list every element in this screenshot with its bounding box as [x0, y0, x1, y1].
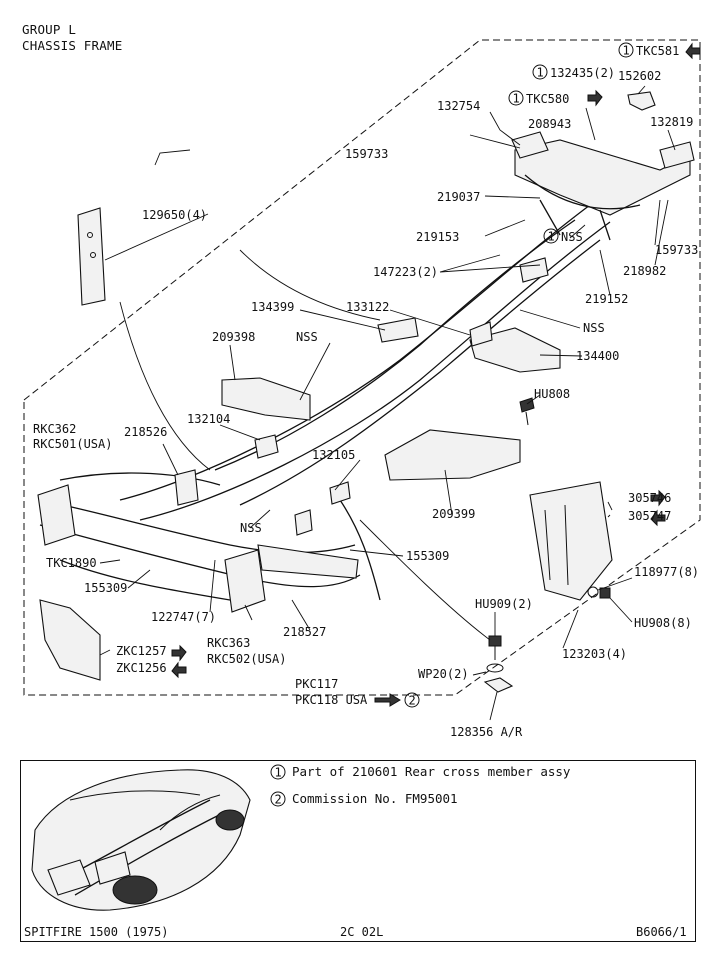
callout-rkc363: RKC363 [207, 636, 250, 650]
callout-tkc580: TKC580 [526, 92, 569, 106]
callout-rkc502: RKC502(USA) [207, 652, 286, 666]
callout-hu909: HU909(2) [475, 597, 533, 611]
callout-209398: 209398 [212, 330, 255, 344]
group-label: GROUP L [22, 22, 77, 37]
callout-128356: 128356 A/R [450, 725, 523, 739]
notes-panel [20, 760, 696, 942]
direction-arrows [171, 42, 701, 707]
leader-lines [99, 85, 676, 721]
callout-nss: NSS [561, 230, 583, 244]
callout-132105: 132105 [312, 448, 355, 462]
callout-218982: 218982 [623, 264, 666, 278]
bumper-bracket [529, 481, 613, 601]
callout-123203: 123203(4) [562, 647, 627, 661]
circled-markers: 1 1 1 1 2 [404, 42, 634, 708]
callout-147223: 147223(2) [373, 265, 438, 279]
callout-zkc1257: ZKC1257 [116, 644, 167, 658]
callout-rkc362: RKC362 [33, 422, 76, 436]
callout-219153: 219153 [416, 230, 459, 244]
callout-134399: 134399 [251, 300, 294, 314]
callout-nss: NSS [296, 330, 318, 344]
callout-218527: 218527 [283, 625, 326, 639]
marker-1: 1 [513, 92, 520, 106]
callout-159733: 159733 [345, 147, 388, 161]
callout-zkc1256: ZKC1256 [116, 661, 167, 675]
callout-132754: 132754 [437, 99, 480, 113]
note-1: Part of 210601 Rear cross member assy [292, 764, 571, 779]
car-illustration [31, 769, 251, 911]
arrow-right-icon [171, 644, 187, 662]
chassis-frame [37, 131, 695, 613]
callout-305746: 305746 [628, 491, 671, 505]
arrow-left-icon [650, 509, 666, 527]
callout-152602: 152602 [618, 69, 661, 83]
arrow-right-icon [650, 489, 666, 507]
callout-132104: 132104 [187, 412, 230, 426]
footer-reference: B6066/1 [636, 925, 687, 939]
callout-133122: 133122 [346, 300, 389, 314]
arrow-right-icon [587, 89, 603, 107]
callout-132819: 132819 [650, 115, 693, 129]
callout-pkc117: PKC117 [295, 677, 338, 691]
callout-159733: 159733 [655, 243, 698, 257]
callout-129650: 129650(4) [142, 208, 207, 222]
callout-pkc118: PKC118 USA [295, 693, 368, 707]
callout-155309: 155309 [84, 581, 127, 595]
callout-219152: 219152 [585, 292, 628, 306]
arrow-left-icon [685, 42, 701, 60]
page-title: CHASSIS FRAME [22, 38, 123, 53]
callout-rkc501: RKC501(USA) [33, 437, 112, 451]
callout-tkc1890: TKC1890 [46, 556, 97, 570]
callout-132435: 132435(2) [550, 66, 615, 80]
footer-page-number: 2C 02L [340, 925, 384, 939]
marker-1: 1 [548, 230, 555, 244]
callout-122747: 122747(7) [151, 610, 216, 624]
callout-218526: 218526 [124, 425, 167, 439]
marker-1: 1 [537, 66, 544, 80]
callout-hu808: HU808 [534, 387, 570, 401]
marker-1: 1 [623, 44, 630, 58]
callout-118977: 118977(8) [634, 565, 699, 579]
callout-hu908: HU908(8) [634, 616, 692, 630]
callout-208943: 208943 [528, 117, 571, 131]
callout-305747: 305747 [628, 509, 671, 523]
callout-155309: 155309 [406, 549, 449, 563]
callout-tkc581: TKC581 [636, 44, 679, 58]
footer-model: SPITFIRE 1500 (1975) [24, 925, 169, 939]
arrow-left-icon [171, 661, 187, 679]
marker-2: 2 [409, 694, 416, 708]
jacking-plate [39, 599, 101, 681]
callout-wp20: WP20(2) [418, 667, 469, 681]
callout-219037: 219037 [437, 190, 480, 204]
callout-134400: 134400 [576, 349, 619, 363]
part-callouts: TKC581 132435(2) 152602 TKC580 132754 20… [33, 44, 699, 739]
arrow-right-icon [374, 693, 401, 707]
loose-parts [39, 91, 656, 693]
exploded-group-outline [23, 39, 701, 696]
callout-nss: NSS [583, 321, 605, 335]
callout-209399: 209399 [432, 507, 475, 521]
callout-nss: NSS [240, 521, 262, 535]
note-2: Commission No. FM95001 [292, 791, 458, 806]
